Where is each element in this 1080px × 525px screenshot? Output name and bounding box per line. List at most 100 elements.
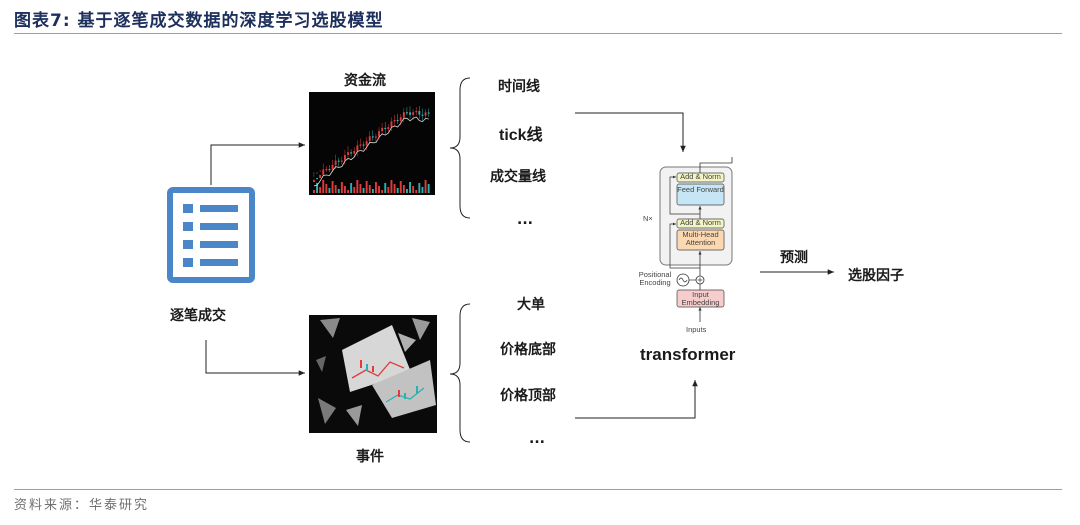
volume-bar [359, 184, 362, 193]
volume-bar [378, 186, 380, 193]
volume-bar [319, 187, 322, 193]
top-to-transformer-arrow [575, 380, 698, 419]
volume-bar [406, 189, 408, 193]
fund-flow-brace [449, 77, 471, 219]
candle-body [353, 151, 356, 154]
tick-to-transformer-arrow [575, 112, 686, 152]
input-embedding-label: Input Embedding [681, 290, 720, 307]
volume-bar [337, 189, 340, 193]
candle-body [396, 119, 399, 122]
document-list-icon [167, 187, 255, 283]
add-norm-box-lower [676, 218, 725, 229]
candle-body [359, 144, 362, 146]
multi-head-attention-label: Multi-Head Attention [682, 230, 719, 247]
volume-bar [353, 187, 356, 193]
candle-body [322, 169, 325, 175]
feed-forward-box [676, 183, 725, 206]
candle-body [331, 164, 334, 170]
candle-body [378, 131, 380, 137]
candle-body [424, 112, 427, 116]
volume-bar [331, 181, 334, 193]
output-label: 选股因子 [848, 268, 904, 284]
volume-bar [347, 190, 349, 193]
candle-body [368, 136, 371, 142]
volume-bar [412, 186, 415, 193]
candle-body [365, 141, 368, 146]
volume-bar [424, 180, 427, 193]
candle-body [381, 127, 384, 132]
volume-bar [402, 185, 405, 193]
add-norm-label-lower: Add & Norm [680, 218, 721, 227]
candle-body [390, 121, 393, 128]
candle-body [344, 155, 346, 161]
volume-bar [399, 181, 402, 193]
title-rule [14, 33, 1062, 34]
candle-body [362, 144, 365, 146]
figure-title: 图表7: 基于逐笔成交数据的深度学习选股模型 [14, 11, 384, 31]
positional-encoding-label: Positional Encoding [638, 270, 672, 287]
source-note: 资料来源：华泰研究 [14, 498, 150, 513]
event-item-price-bottom: 价格底部 [500, 342, 556, 358]
volume-bar [409, 182, 411, 193]
volume-bar [328, 188, 331, 193]
fund-flow-item-volume: 成交量线 [490, 169, 546, 185]
events-brace [449, 303, 471, 443]
add-norm-label-upper: Add & Norm [680, 172, 721, 181]
multi-head-attention-box [676, 229, 725, 251]
candle-body [393, 119, 396, 122]
candlestick-chart-image [309, 92, 435, 195]
volume-bar [322, 180, 325, 193]
candle-body [313, 179, 315, 182]
fund-flow-item-timeline: 时间线 [498, 79, 540, 95]
candle-body [325, 168, 328, 171]
volume-bar [390, 180, 393, 193]
nx-label: N× [643, 214, 653, 223]
candle-body [409, 112, 411, 115]
volume-bar [393, 184, 396, 193]
volume-bar [334, 185, 337, 193]
volume-bar [350, 183, 353, 193]
fund-flow-item-more: ... [517, 212, 533, 228]
transformer-schematic [659, 157, 733, 322]
input-embedding-box [676, 289, 725, 308]
volume-bar [427, 184, 430, 193]
event-item-price-top: 价格顶部 [500, 388, 556, 404]
event-item-more: ... [529, 431, 545, 447]
inputs-label: Inputs [686, 325, 707, 334]
candle-body [421, 114, 424, 116]
candle-body [402, 112, 405, 118]
connector-to-fund-flow [210, 142, 305, 185]
candle-body [415, 111, 418, 113]
candle-body [319, 174, 322, 178]
source-rule [14, 489, 1062, 490]
volume-bar [381, 190, 384, 193]
volume-bar [362, 188, 365, 193]
volume-bar [316, 183, 318, 193]
candle-body [316, 178, 318, 180]
volume-bar [375, 182, 377, 193]
candle-body [418, 111, 421, 115]
input-label: 逐笔成交 [170, 308, 226, 324]
candle-body [337, 160, 340, 162]
volume-bar [387, 187, 390, 193]
candle-body [387, 127, 390, 130]
volume-bar [415, 190, 418, 193]
add-norm-box-upper [676, 172, 725, 183]
feed-forward-label: Feed Forward [677, 185, 724, 194]
candle-body [427, 112, 430, 114]
volume-bar [313, 190, 315, 193]
volume-bar [325, 184, 328, 193]
candle-body [350, 152, 353, 154]
volume-bar [344, 186, 346, 193]
volume-bar [368, 185, 371, 193]
events-label: 事件 [356, 449, 384, 465]
volume-bar [365, 181, 368, 193]
shattered-glass-image [309, 315, 437, 433]
candle-body [399, 117, 402, 122]
candle-body [356, 145, 359, 152]
volume-bar [384, 183, 387, 193]
candle-body [412, 112, 415, 115]
candle-body [347, 152, 349, 156]
event-item-large-order: 大单 [517, 297, 545, 313]
transformer-label: transformer [640, 345, 736, 364]
